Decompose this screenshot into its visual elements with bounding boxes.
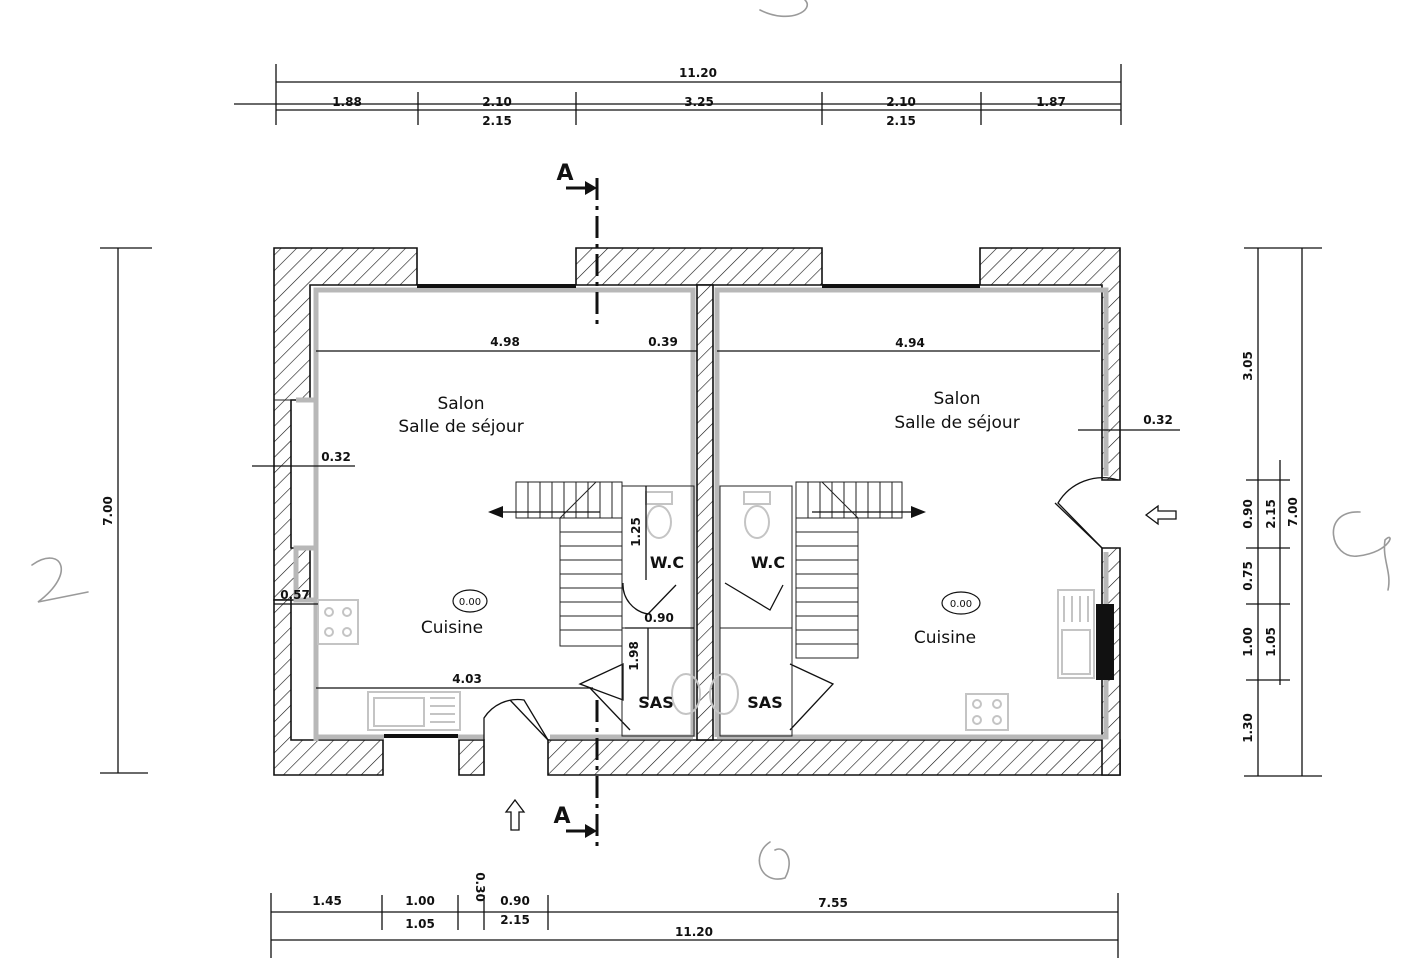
dim-top-1: 1.88	[332, 95, 362, 109]
interior-lining	[293, 287, 1109, 741]
section-line-a: A A	[553, 161, 599, 848]
exterior-walls	[273, 247, 1121, 776]
stairs-right	[795, 481, 926, 659]
dim-top-5: 1.87	[1036, 95, 1066, 109]
windows	[274, 284, 1114, 738]
top-dimensions: 11.20 1.88 2.10 2.15 3.25 2.10 2.15 1.87	[234, 64, 1122, 128]
dim-bottom-4: 0.90	[500, 894, 530, 908]
stairs-left	[488, 481, 623, 647]
room-wc-right: W.C	[751, 553, 785, 572]
room-salon-left: Salon	[437, 394, 484, 414]
dim-left-total: 7.00	[101, 496, 115, 526]
dim-top-4b: 2.15	[886, 114, 916, 128]
section-label-top: A	[556, 161, 573, 186]
dim-right-2: 0.90	[1241, 499, 1255, 529]
level-left: 0.00	[459, 597, 481, 608]
room-wc-left: W.C	[650, 553, 684, 572]
dim-top-4: 2.10	[886, 95, 916, 109]
dim-bottom-5: 7.55	[818, 896, 848, 910]
dim-int-wc-h: 1.25	[629, 517, 643, 547]
sink-left-icon	[367, 691, 461, 731]
dim-int-w-right: 4.94	[895, 336, 925, 350]
interior-dimensions: 4.98 0.39 4.94 0.32 0.32 0.57 4.03 1.25 …	[252, 335, 1180, 700]
rooms-left: Salon Salle de séjour W.C Cuisine SAS 0.…	[398, 394, 684, 712]
entry-arrow-right	[1144, 504, 1177, 526]
fixtures	[317, 491, 1095, 731]
room-cuisine-right: Cuisine	[914, 628, 976, 648]
dim-right-1: 3.05	[1241, 351, 1255, 381]
dim-right-4: 1.00	[1241, 627, 1255, 657]
dim-int-wall-r: 0.32	[1143, 413, 1173, 427]
dim-int-w-mid: 0.39	[648, 335, 678, 349]
dim-right-3: 0.75	[1241, 561, 1255, 591]
toilet-left-icon	[645, 491, 673, 539]
right-dimensions: 3.05 0.90 2.15 0.75 1.00 1.05 1.30 7.00	[1241, 247, 1322, 777]
dim-right-total: 7.00	[1286, 497, 1300, 527]
dim-top-3: 3.25	[684, 95, 714, 109]
section-label-bottom: A	[553, 804, 570, 829]
room-sas-right: SAS	[747, 693, 782, 712]
level-right: 0.00	[950, 599, 972, 610]
room-sejour-left: Salle de séjour	[398, 417, 523, 437]
doors	[483, 477, 1119, 741]
room-sas-left: SAS	[638, 693, 673, 712]
entry-arrow-bottom	[504, 798, 526, 831]
dim-int-w-left: 4.98	[490, 335, 520, 349]
dim-bottom-4b: 2.15	[500, 913, 530, 927]
room-salon-right: Salon	[933, 389, 980, 409]
rooms-right: Salon Salle de séjour W.C Cuisine SAS 0.…	[747, 389, 1019, 712]
dim-top-2: 2.10	[482, 95, 512, 109]
dim-bottom-total: 11.20	[675, 925, 713, 939]
room-cuisine-left: Cuisine	[421, 618, 483, 638]
stove-right-icon	[965, 693, 1009, 731]
sink-right-icon	[1057, 589, 1095, 679]
pencil-annotations	[31, 0, 1391, 880]
dim-right-2b: 2.15	[1264, 499, 1278, 529]
bottom-dimensions: 1.45 1.00 1.05 0.30 0.90 2.15 7.55 11.20	[270, 872, 1119, 958]
dim-int-wc-w: 0.90	[644, 611, 674, 625]
dim-int-wall-k: 0.57	[280, 588, 310, 602]
washbasin-icon	[671, 673, 739, 715]
dim-right-4b: 1.05	[1264, 627, 1278, 657]
dim-top-total: 11.20	[679, 66, 717, 80]
entry-arrows	[504, 504, 1177, 831]
dim-bottom-2b: 1.05	[405, 917, 435, 931]
toilet-right-icon	[743, 491, 771, 539]
dim-int-wall-l: 0.32	[321, 450, 351, 464]
stove-left-icon	[317, 599, 359, 645]
dim-bottom-1: 1.45	[312, 894, 342, 908]
dim-bottom-2: 1.00	[405, 894, 435, 908]
dim-int-kitchen: 4.03	[452, 672, 482, 686]
dim-int-sas-h: 1.98	[627, 641, 641, 671]
dim-top-2b: 2.15	[482, 114, 512, 128]
dim-bottom-3: 0.30	[473, 872, 487, 902]
left-dimensions: 7.00	[100, 247, 152, 774]
dim-right-5: 1.30	[1241, 713, 1255, 743]
room-sejour-right: Salle de séjour	[894, 413, 1019, 433]
